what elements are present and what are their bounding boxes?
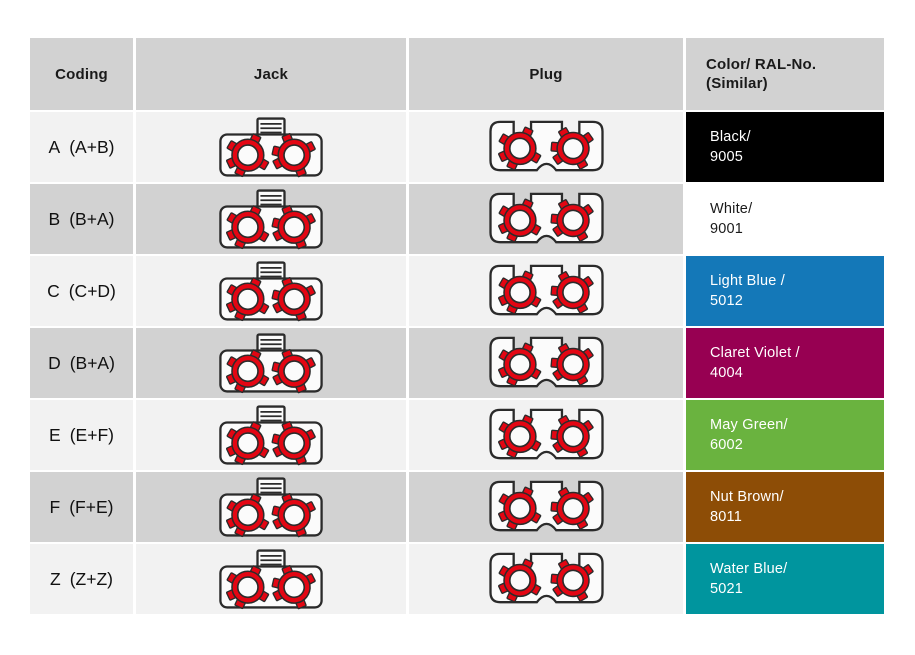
coding-letter: F bbox=[49, 496, 61, 517]
color-name: Nut Brown/ bbox=[710, 489, 784, 505]
header-color-line1: Color/ RAL-No. bbox=[706, 56, 817, 73]
coding-letter: Z bbox=[50, 568, 61, 589]
jack-cell bbox=[136, 472, 406, 542]
coding-pair: (E+F) bbox=[69, 424, 114, 445]
coding-pair: (C+D) bbox=[68, 280, 116, 301]
coding-letter: A bbox=[48, 136, 61, 157]
coding-pair: (F+E) bbox=[69, 496, 114, 517]
jack-connector-icon bbox=[218, 116, 324, 178]
coding-table: Coding Jack Plug Color/ RAL-No. (Similar… bbox=[30, 38, 884, 614]
header-color: Color/ RAL-No. (Similar) bbox=[686, 38, 884, 110]
plug-connector-icon bbox=[487, 119, 606, 175]
ral-number: 5021 bbox=[710, 581, 744, 597]
plug-cell bbox=[409, 184, 683, 254]
color-swatch: May Green/ 6002 bbox=[686, 400, 884, 470]
color-name: White/ bbox=[710, 201, 753, 217]
jack-connector-icon bbox=[218, 260, 324, 322]
plug-cell bbox=[409, 472, 683, 542]
color-swatch: Claret Violet / 4004 bbox=[686, 328, 884, 398]
header-coding: Coding bbox=[30, 38, 133, 110]
coding-letter: B bbox=[48, 208, 61, 229]
color-swatch: Black/ 9005 bbox=[686, 112, 884, 182]
color-name: May Green/ bbox=[710, 417, 788, 433]
coding-pair: (Z+Z) bbox=[69, 568, 113, 589]
jack-cell bbox=[136, 184, 406, 254]
jack-cell bbox=[136, 328, 406, 398]
plug-connector-icon bbox=[487, 551, 606, 607]
coding-cell: D (B+A) bbox=[30, 328, 133, 398]
plug-connector-icon bbox=[487, 335, 606, 391]
jack-connector-icon bbox=[218, 404, 324, 466]
plug-cell bbox=[409, 112, 683, 182]
color-swatch: Light Blue / 5012 bbox=[686, 256, 884, 326]
plug-connector-icon bbox=[487, 263, 606, 319]
coding-cell: A (A+B) bbox=[30, 112, 133, 182]
coding-cell: Z (Z+Z) bbox=[30, 544, 133, 614]
coding-cell: F (F+E) bbox=[30, 472, 133, 542]
header-color-line2: (Similar) bbox=[706, 75, 768, 92]
plug-cell bbox=[409, 256, 683, 326]
plug-cell bbox=[409, 328, 683, 398]
plug-cell bbox=[409, 544, 683, 614]
plug-cell bbox=[409, 400, 683, 470]
jack-connector-icon bbox=[218, 332, 324, 394]
jack-connector-icon bbox=[218, 548, 324, 610]
coding-letter: E bbox=[49, 424, 61, 445]
header-jack: Jack bbox=[136, 38, 406, 110]
plug-connector-icon bbox=[487, 407, 606, 463]
jack-connector-icon bbox=[218, 476, 324, 538]
ral-number: 5012 bbox=[710, 293, 744, 309]
ral-number: 6002 bbox=[710, 437, 744, 453]
jack-connector-icon bbox=[218, 188, 324, 250]
jack-cell bbox=[136, 400, 406, 470]
coding-pair: (B+A) bbox=[69, 208, 115, 229]
plug-connector-icon bbox=[487, 479, 606, 535]
coding-cell: C (C+D) bbox=[30, 256, 133, 326]
coding-letter: D bbox=[48, 352, 61, 373]
coding-pair: (A+B) bbox=[69, 136, 115, 157]
ral-number: 9005 bbox=[710, 149, 744, 165]
ral-number: 8011 bbox=[710, 509, 742, 525]
color-name: Claret Violet / bbox=[710, 345, 800, 361]
color-swatch: Nut Brown/ 8011 bbox=[686, 472, 884, 542]
color-name: Black/ bbox=[710, 129, 751, 145]
jack-cell bbox=[136, 256, 406, 326]
header-plug: Plug bbox=[409, 38, 683, 110]
color-swatch: Water Blue/ 5021 bbox=[686, 544, 884, 614]
plug-connector-icon bbox=[487, 191, 606, 247]
coding-pair: (B+A) bbox=[69, 352, 115, 373]
color-name: Water Blue/ bbox=[710, 561, 788, 577]
ral-number: 4004 bbox=[710, 365, 744, 381]
ral-number: 9001 bbox=[710, 221, 744, 237]
coding-letter: C bbox=[47, 280, 60, 301]
jack-cell bbox=[136, 544, 406, 614]
coding-cell: B (B+A) bbox=[30, 184, 133, 254]
jack-cell bbox=[136, 112, 406, 182]
coding-cell: E (E+F) bbox=[30, 400, 133, 470]
color-swatch: White/ 9001 bbox=[686, 184, 884, 254]
color-name: Light Blue / bbox=[710, 273, 785, 289]
